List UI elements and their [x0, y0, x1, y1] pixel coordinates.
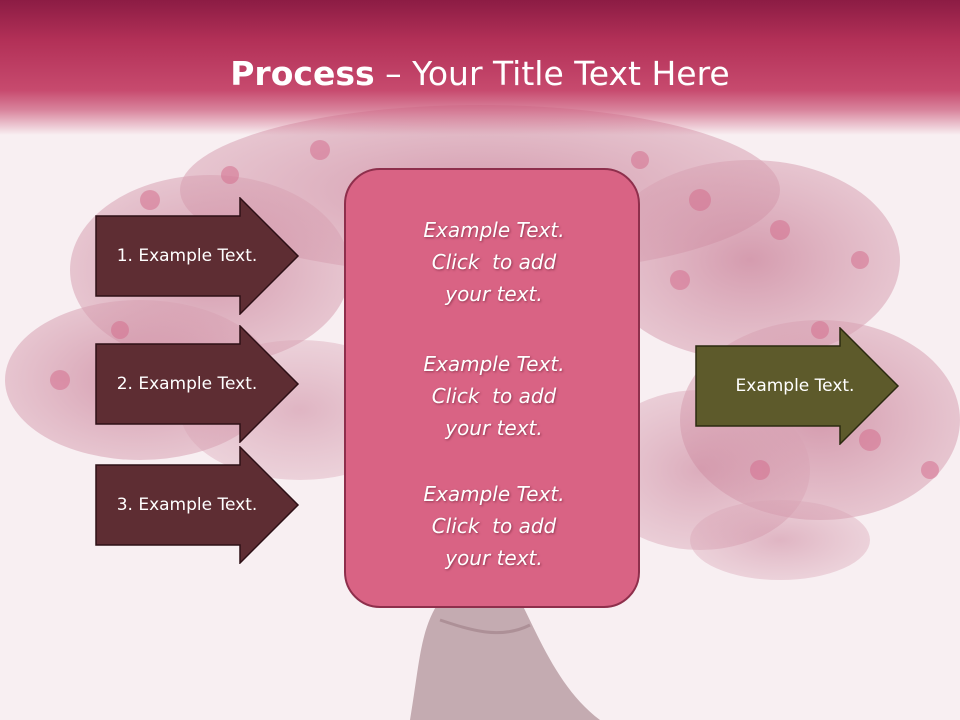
- center-text-block-1[interactable]: Example Text. Click to add your text.: [346, 214, 642, 310]
- title-bold: Process: [230, 54, 375, 93]
- center-text-line: Example Text.: [423, 352, 565, 376]
- arrow-right-icon: [95, 325, 300, 443]
- step-label-2: 2. Example Text.: [116, 374, 258, 394]
- step-arrow-1[interactable]: 1. Example Text.: [95, 197, 300, 315]
- slide-title[interactable]: Process – Your Title Text Here: [0, 52, 960, 96]
- center-text-line: Example Text.: [423, 218, 565, 242]
- arrow-right-icon: [695, 327, 900, 445]
- center-text-line: Click to add: [431, 514, 557, 538]
- title-bar: [0, 0, 960, 135]
- center-text-line: Click to add: [431, 250, 557, 274]
- step-arrow-3[interactable]: 3. Example Text.: [95, 446, 300, 564]
- center-text-block-3[interactable]: Example Text. Click to add your text.: [346, 478, 642, 574]
- step-label-1: 1. Example Text.: [116, 246, 258, 266]
- result-arrow[interactable]: Example Text.: [695, 327, 900, 445]
- center-text-line: Example Text.: [423, 482, 565, 506]
- result-label: Example Text.: [735, 376, 855, 396]
- center-text-line: your text.: [445, 282, 543, 306]
- step-arrow-2[interactable]: 2. Example Text.: [95, 325, 300, 443]
- center-text-block-2[interactable]: Example Text. Click to add your text.: [346, 348, 642, 444]
- arrow-right-icon: [95, 197, 300, 315]
- center-text-line: your text.: [445, 546, 543, 570]
- title-rest: – Your Title Text Here: [374, 54, 730, 93]
- step-label-3: 3. Example Text.: [116, 495, 258, 515]
- center-text-panel[interactable]: Example Text. Click to add your text. Ex…: [344, 168, 640, 608]
- center-text-line: Click to add: [431, 384, 557, 408]
- center-text-line: your text.: [445, 416, 543, 440]
- arrow-right-icon: [95, 446, 300, 564]
